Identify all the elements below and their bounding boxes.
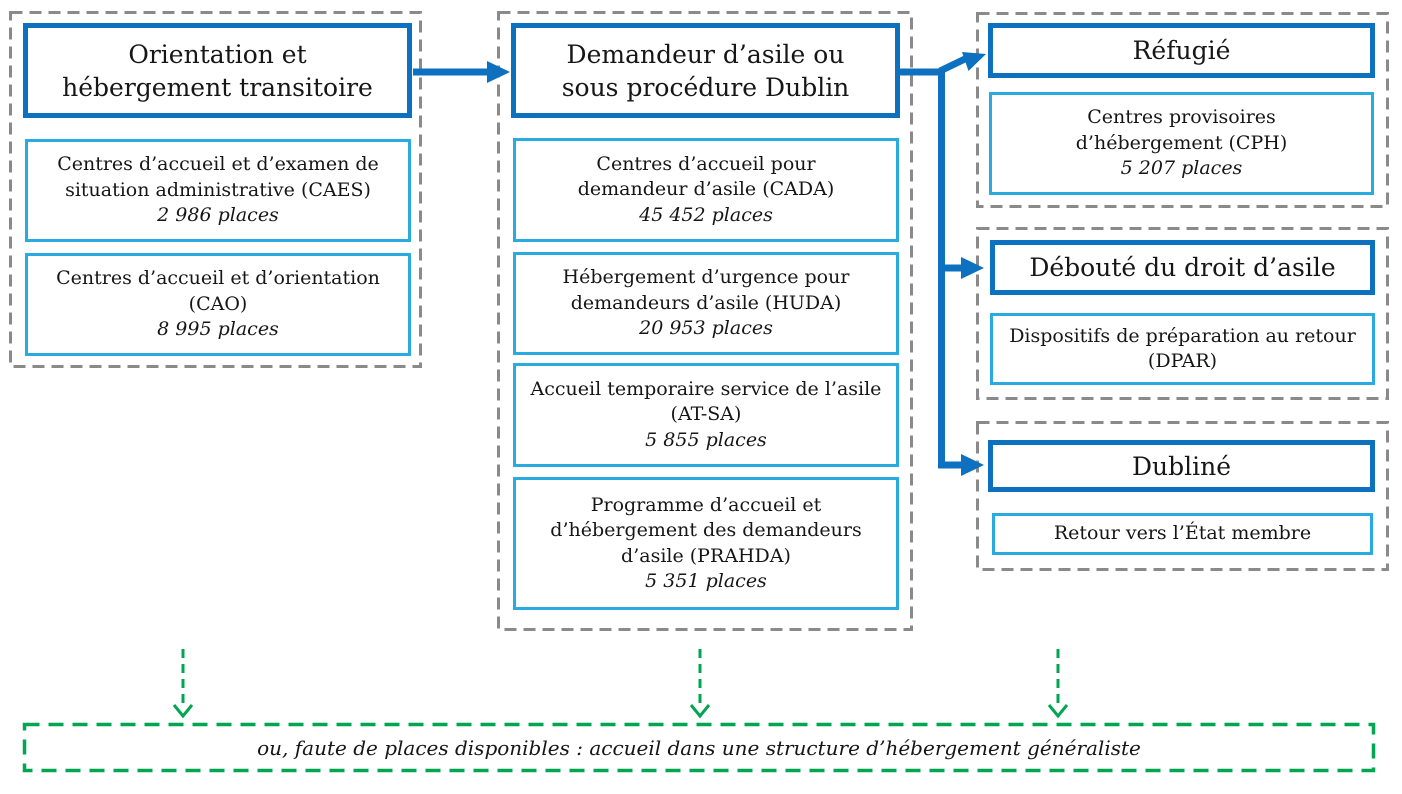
box-dpar: Dispositifs de préparation au retour (DP… (990, 313, 1375, 385)
header-refugie-label: Réfugié (1132, 36, 1231, 65)
box-title: Dispositifs de préparation au retour (DP… (1009, 324, 1356, 372)
box-cada: Centres d’accueil pour demandeur d’asile… (513, 138, 899, 242)
fallback-arrow-right-icon (1047, 649, 1069, 719)
header-dubline-label: Dubliné (1131, 451, 1232, 481)
box-places: 2 986 places (157, 204, 279, 227)
box-title: Centres provisoires d’hébergement (CPH) (1075, 106, 1288, 154)
header-asile: Demandeur d’asile ou sous procédure Dubl… (511, 23, 900, 118)
box-title: Accueil temporaire service de l’asile (A… (530, 377, 882, 426)
header-dubline: Dubliné (988, 440, 1375, 492)
box-places: 5 855 places (645, 428, 767, 451)
box-title: Centres d’accueil pour demandeur d’asile… (577, 152, 835, 201)
box-title: Retour vers l’État membre (1053, 522, 1312, 545)
box-places: 8 995 places (157, 318, 279, 341)
arrow-asile-branch-trunk (900, 68, 963, 469)
box-cao: Centres d’accueil et d’orientation (CAO)… (25, 253, 411, 356)
arrow-asile-to-refugie-icon (938, 52, 986, 75)
box-title: Centres d’accueil et d’orientation (CAO) (56, 267, 380, 315)
fallback-note: ou, faute de places disponibles : accuei… (257, 735, 1141, 760)
box-places: 45 452 places (639, 203, 773, 226)
arrow-asile-to-dubline-icon (961, 454, 984, 476)
arrow-asile-to-deboute-icon (941, 257, 984, 279)
box-retour-etat-membre: Retour vers l’État membre (992, 513, 1373, 555)
fallback-arrow-asile-icon (689, 649, 711, 719)
box-prahda: Programme d’accueil et d’hébergement des… (513, 477, 899, 610)
box-places: 20 953 places (639, 317, 773, 340)
header-transit-label: Orientation et hébergement transitoire (62, 39, 373, 102)
box-title: Hébergement d’urgence pour demandeurs d’… (562, 266, 850, 314)
header-deboute: Débouté du droit d’asile (990, 240, 1375, 295)
box-places: 5 351 places (645, 569, 767, 592)
box-title: Centres d’accueil et d’examen de situati… (57, 153, 379, 201)
header-deboute-label: Débouté du droit d’asile (1029, 253, 1336, 282)
header-asile-label: Demandeur d’asile ou sous procédure Dubl… (561, 39, 850, 102)
box-places: 5 207 places (1120, 157, 1243, 180)
header-transit: Orientation et hébergement transitoire (23, 23, 412, 118)
fallback-arrows (172, 649, 1069, 719)
box-title: Programme d’accueil et d’hébergement des… (550, 493, 862, 567)
box-huda: Hébergement d’urgence pour demandeurs d’… (513, 252, 899, 355)
header-refugie: Réfugié (988, 23, 1375, 78)
fallback-arrow-transit-icon (172, 649, 194, 719)
box-atsa: Accueil temporaire service de l’asile (A… (513, 363, 899, 467)
arrow-transit-to-asile-icon (413, 61, 510, 83)
box-cph: Centres provisoires d’hébergement (CPH) … (989, 92, 1374, 195)
box-caes: Centres d’accueil et d’examen de situati… (25, 139, 411, 242)
